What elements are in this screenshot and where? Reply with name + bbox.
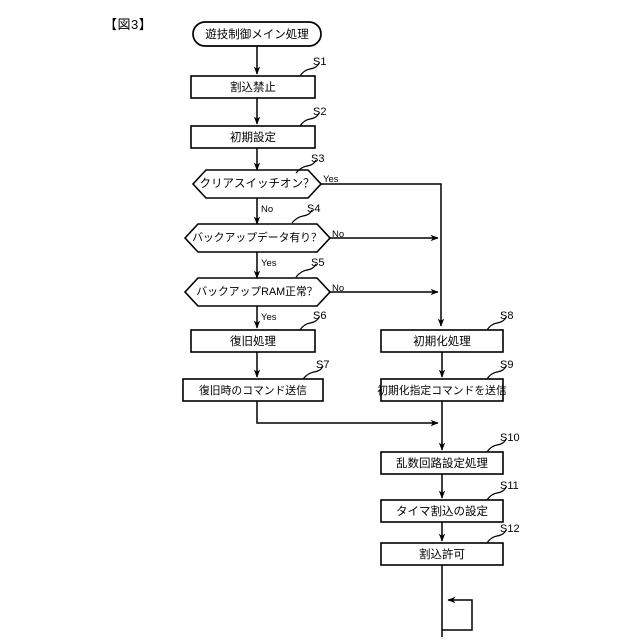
s3-yes-branch-label: Yes [323, 174, 339, 185]
s3-step-label: S3 [311, 153, 324, 165]
s4-yes-branch-label: Yes [261, 258, 277, 269]
s10-box-shape [380, 451, 504, 475]
start-node-shape [192, 21, 322, 47]
s5-leader-line [295, 263, 317, 278]
step-marker-s6: S6 [299, 310, 326, 331]
step-marker-s4: S4 [291, 203, 320, 224]
s11-leader-line [486, 486, 507, 501]
s4-step-label: S4 [307, 203, 320, 215]
s7-box-shape [182, 378, 324, 402]
node-s10[interactable]: 乱数回路設定処理 [380, 451, 504, 475]
s5-no-branch-label: No [332, 283, 344, 294]
s2-box-label: 初期設定 [230, 130, 276, 144]
node-s4[interactable]: バックアップデータ有り？ [183, 223, 332, 253]
s1-leader-line [299, 62, 320, 77]
s10-box-label: 乱数回路設定処理 [396, 456, 488, 470]
node-s1[interactable]: 割込禁止 [190, 75, 316, 99]
s1-box-shape [190, 75, 316, 99]
s11-step-label: S11 [500, 480, 519, 492]
s3-decision-shape [191, 169, 323, 199]
node-s12[interactable]: 割込許可 [380, 542, 504, 566]
s3-no-branch-label: No [261, 204, 273, 215]
s9-box-shape [380, 378, 504, 402]
s10-leader-line [486, 438, 507, 453]
s2-box-shape [190, 125, 316, 149]
s12-leader-line [486, 529, 507, 544]
node-s3[interactable]: クリアスイッチオン？ [191, 169, 323, 199]
s1-box-label: 割込禁止 [230, 80, 276, 94]
s11-box-label: タイマ割込の設定 [396, 504, 488, 518]
s6-leader-line [299, 316, 320, 331]
s5-decision-shape [183, 277, 332, 307]
s4-leader-line [291, 209, 313, 224]
s12-box-label: 割込許可 [419, 547, 465, 561]
step-marker-s1: S1 [299, 56, 326, 77]
step-marker-s5: S5 [295, 257, 324, 278]
s2-leader-line [299, 112, 320, 127]
step-marker-s10: S10 [486, 432, 520, 453]
s8-leader-line [486, 316, 507, 331]
step-marker-s9: S9 [486, 359, 513, 380]
s1-step-label: S1 [313, 56, 326, 68]
node-start[interactable]: 遊技制御メイン処理 [192, 21, 322, 47]
node-s9[interactable]: 初期化指定コマンドを送信 [377, 378, 507, 402]
s4-decision-shape [183, 223, 332, 253]
s7-leader-line [302, 365, 324, 380]
s9-step-label: S9 [500, 359, 513, 371]
s12-box-shape [380, 542, 504, 566]
s5-decision-label: バックアップRAM正常？ [196, 285, 317, 298]
s4-decision-label: バックアップデータ有り？ [192, 230, 322, 244]
s7-step-label: S7 [316, 359, 329, 371]
node-s6[interactable]: 復旧処理 [190, 329, 316, 353]
s9-leader-line [486, 365, 507, 380]
node-s7[interactable]: 復旧時のコマンド送信 [182, 378, 324, 402]
connector-s7-to-trunk [256, 401, 439, 427]
s5-step-label: S5 [311, 257, 324, 269]
s5-yes-branch-label: Yes [261, 312, 277, 323]
connector-infinite-loop [442, 596, 473, 631]
s12-step-label: S12 [500, 523, 520, 535]
s6-box-shape [190, 329, 316, 353]
s3-leader-line [295, 159, 317, 174]
node-s8[interactable]: 初期化処理 [380, 329, 504, 353]
s9-box-label: 初期化指定コマンドを送信 [377, 383, 507, 397]
step-marker-s12: S12 [486, 523, 520, 544]
figure-number-label: 【図3】 [104, 17, 153, 32]
s10-step-label: S10 [500, 432, 520, 444]
connector-s3-yes-to-right-column [321, 183, 445, 327]
step-marker-s8: S8 [486, 310, 513, 331]
s6-box-label: 復旧処理 [230, 334, 276, 348]
s6-step-label: S6 [313, 310, 326, 322]
s8-box-shape [380, 329, 504, 353]
s4-no-branch-label: No [332, 229, 344, 240]
node-s11[interactable]: タイマ割込の設定 [380, 499, 504, 523]
s8-box-label: 初期化処理 [413, 334, 471, 348]
s8-step-label: S8 [500, 310, 513, 322]
node-s2[interactable]: 初期設定 [190, 125, 316, 149]
step-marker-s11: S11 [486, 480, 519, 501]
step-marker-s3: S3 [295, 153, 324, 174]
s11-box-shape [380, 499, 504, 523]
s7-box-label: 復旧時のコマンド送信 [199, 383, 307, 397]
start-node-label: 遊技制御メイン処理 [205, 27, 309, 41]
node-s5[interactable]: バックアップRAM正常？ [183, 277, 332, 307]
connector-lines [253, 46, 473, 637]
step-marker-s2: S2 [299, 106, 326, 127]
s3-decision-label: クリアスイッチオン？ [200, 177, 315, 190]
s2-step-label: S2 [313, 106, 326, 118]
step-marker-s7: S7 [302, 359, 329, 380]
